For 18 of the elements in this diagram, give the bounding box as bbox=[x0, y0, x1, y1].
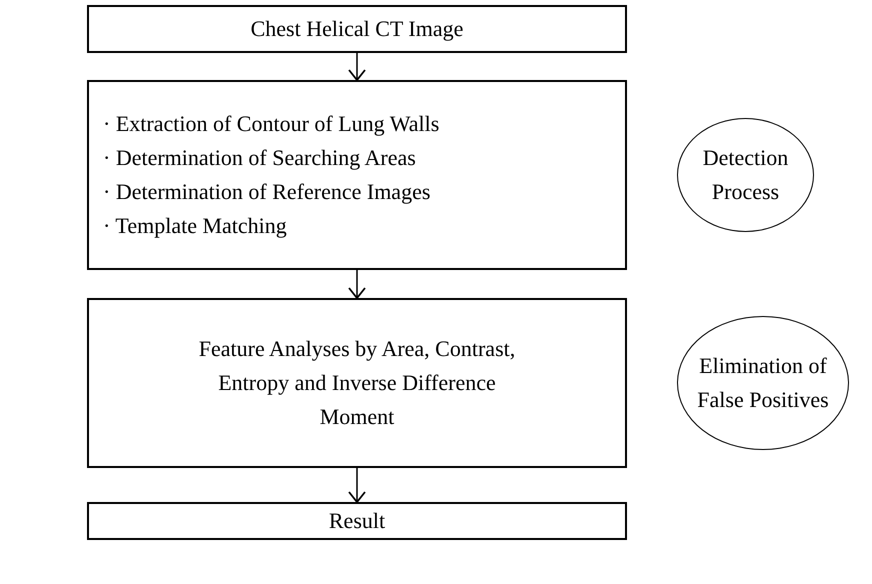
bullet-item: · Extraction of Contour of Lung Walls bbox=[103, 110, 440, 138]
process-box bbox=[87, 502, 627, 540]
ellipse-label bbox=[677, 316, 849, 450]
bullet-item: · Determination of Searching Areas bbox=[103, 144, 416, 172]
process-box bbox=[87, 5, 627, 53]
process-box bbox=[87, 298, 627, 468]
bullet-item: · Template Matching bbox=[103, 212, 287, 240]
box-text: Elimination of False Positives bbox=[696, 352, 830, 414]
arrow bbox=[348, 468, 366, 503]
arrow bbox=[348, 53, 366, 81]
box-text: Result bbox=[328, 506, 386, 535]
box-text: Chest Helical CT Image bbox=[250, 14, 464, 43]
box-text: Feature Analyses by Area, Contrast, Entropy and Inverse Difference Moment bbox=[198, 334, 516, 432]
process-box bbox=[87, 80, 627, 270]
ellipse-label bbox=[677, 118, 814, 232]
arrow bbox=[348, 270, 366, 299]
box-text: Detection Process bbox=[702, 144, 790, 206]
bullet-item: · Determination of Reference Images bbox=[103, 178, 430, 206]
